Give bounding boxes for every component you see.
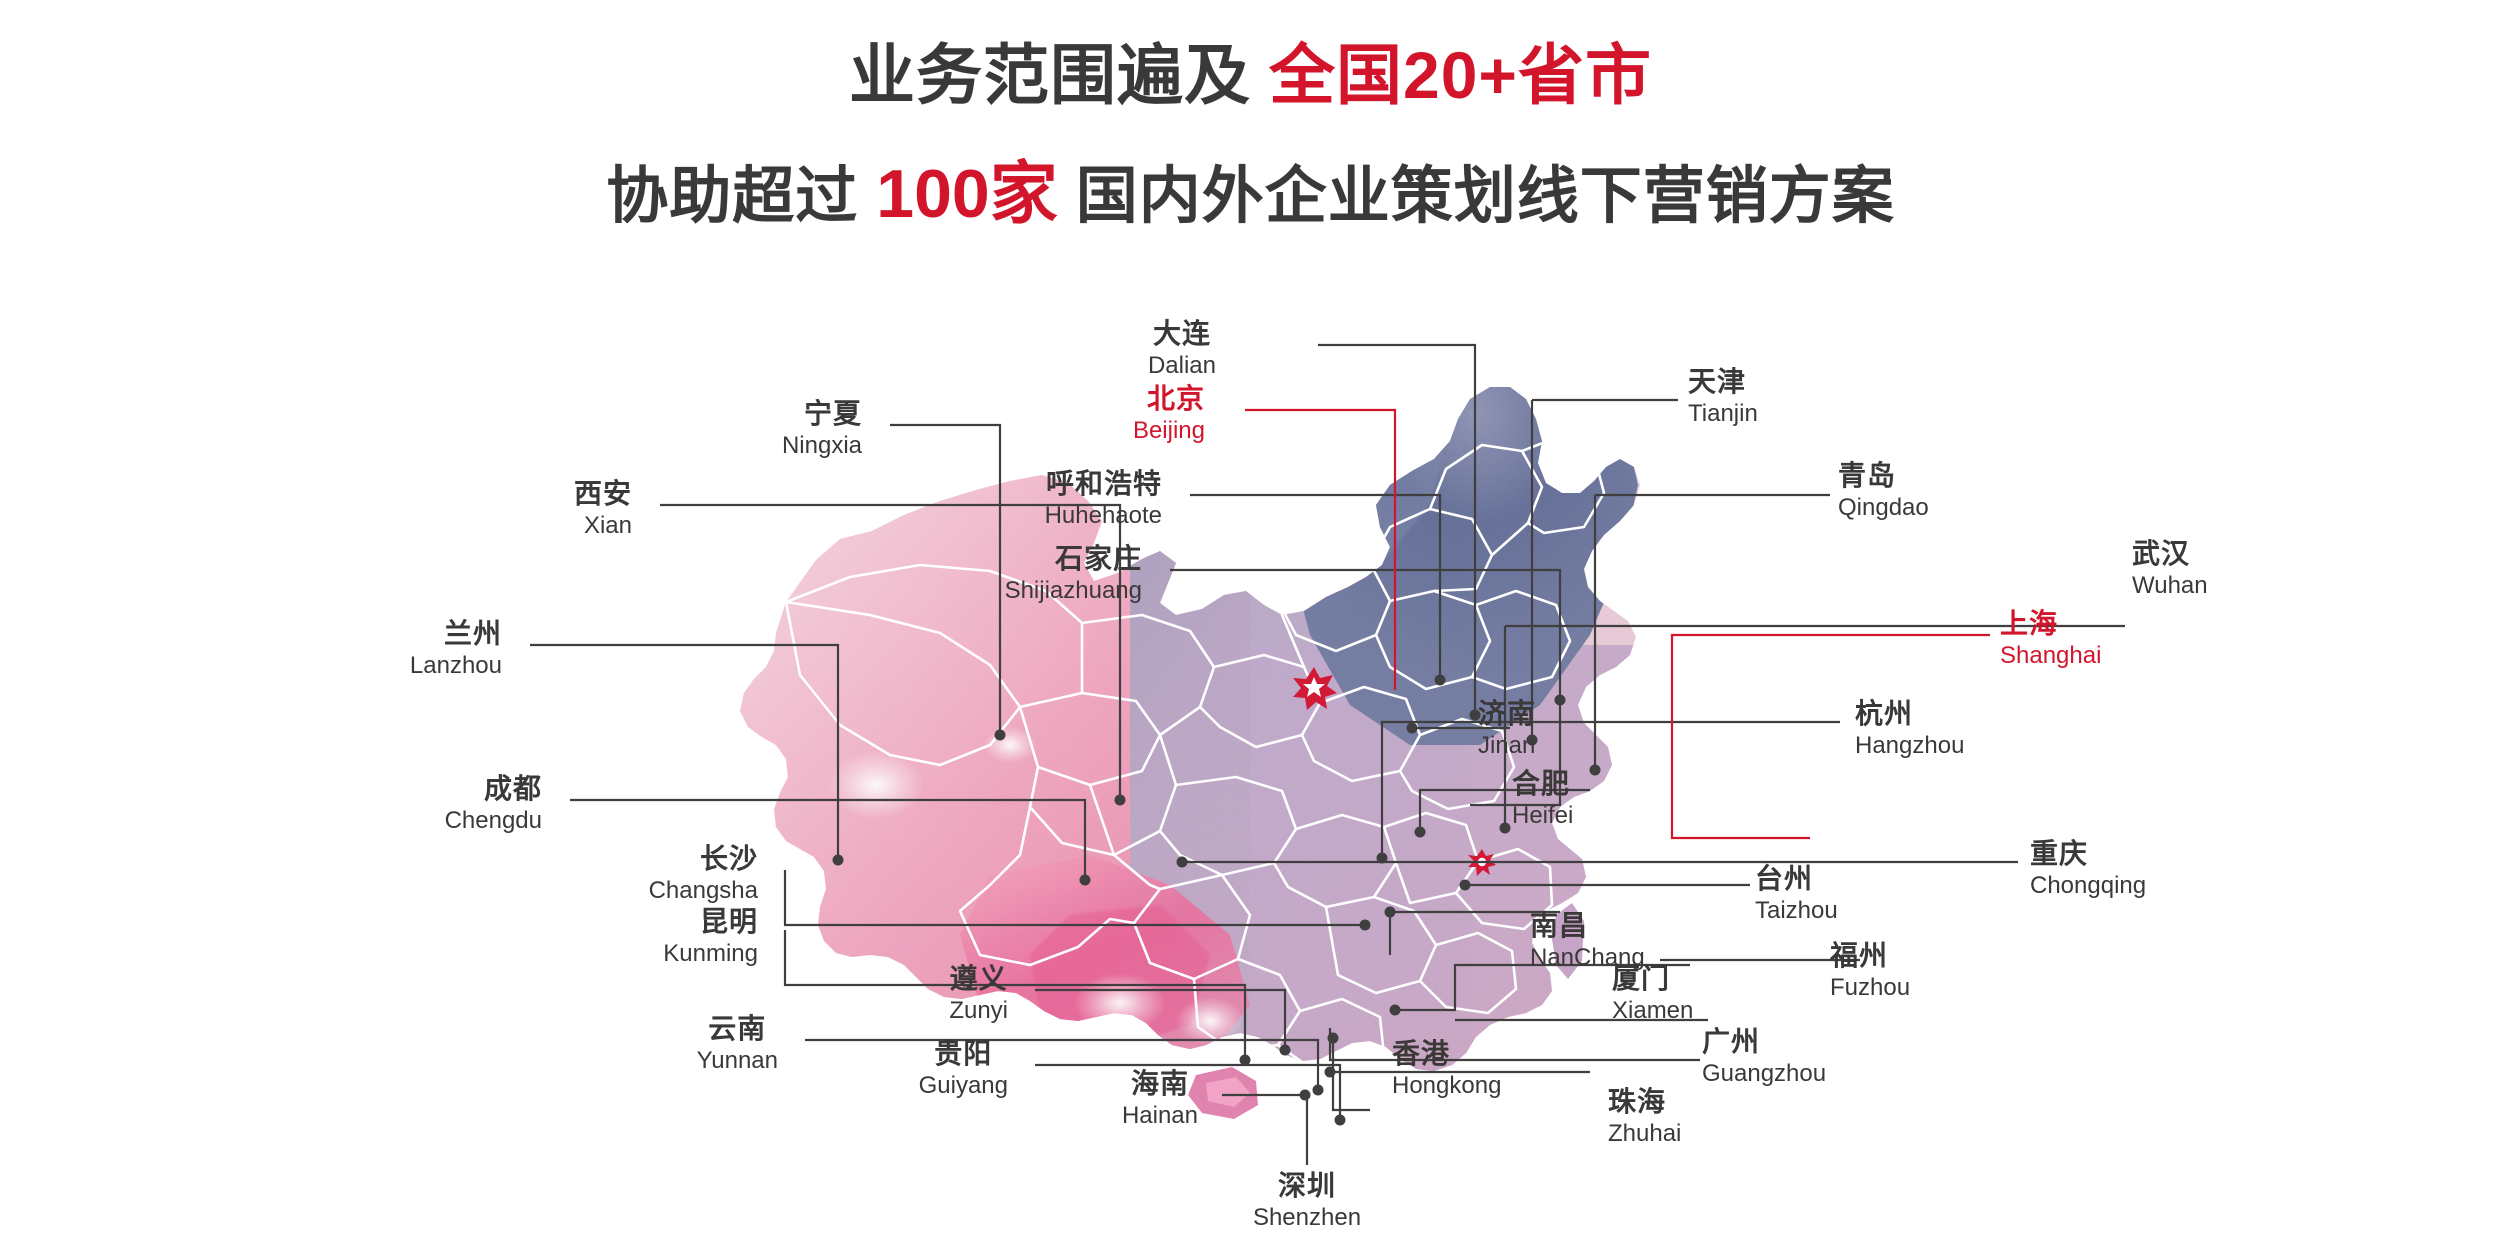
label-hainan-cn: 海南: [1130, 1068, 1189, 1099]
label-qingdao-cn: 青岛: [1838, 460, 1897, 491]
label-tianjin-cn: 天津: [1688, 366, 1747, 397]
label-guangzhou-cn: 广州: [1702, 1026, 1761, 1057]
label-huhehaote-en: Huhehaote: [1044, 502, 1162, 529]
label-lanzhou[interactable]: 兰州 Lanzhou: [410, 620, 502, 678]
label-guangzhou[interactable]: 广州 Guangzhou: [1702, 1028, 1826, 1086]
label-lanzhou-cn: 兰州: [443, 618, 502, 649]
label-shenzhen-en: Shenzhen: [1252, 1204, 1362, 1231]
label-shanghai-en: Shanghai: [2000, 642, 2102, 669]
label-ningxia-cn: 宁夏: [803, 398, 862, 429]
label-beijing[interactable]: 北京 Beijing: [1133, 385, 1205, 443]
label-dalian-en: Dalian: [1147, 352, 1216, 379]
label-yunnan[interactable]: 云南 Yunnan: [697, 1015, 778, 1073]
label-shijiazhuang[interactable]: 石家庄 Shijiazhuang: [1005, 545, 1142, 603]
label-nanchang[interactable]: 南昌 NanChang: [1530, 912, 1645, 970]
label-yunnan-cn: 云南: [708, 1013, 767, 1044]
label-jinan[interactable]: 济南 Jinan: [1478, 700, 1536, 758]
label-fuzhou-en: Fuzhou: [1830, 974, 1911, 1001]
label-heifei-cn: 合肥: [1512, 768, 1571, 799]
label-xian[interactable]: 西安 Xian: [574, 480, 632, 538]
label-nanchang-en: NanChang: [1530, 944, 1645, 971]
label-guiyang-cn: 贵阳: [934, 1038, 993, 1069]
label-wuhan-cn: 武汉: [2132, 538, 2191, 569]
label-qingdao-en: Qingdao: [1838, 494, 1929, 521]
label-shijiazhuang-cn: 石家庄: [1054, 543, 1142, 574]
label-beijing-en: Beijing: [1132, 417, 1205, 444]
label-hongkong-en: Hongkong: [1392, 1072, 1502, 1099]
label-xian-cn: 西安: [573, 478, 632, 509]
label-hainan-en: Hainan: [1121, 1102, 1198, 1129]
headline-line-2-black-b: 国内外企业策划线下营销方案: [1075, 162, 1895, 231]
label-huhehaote[interactable]: 呼和浩特 Huhehaote: [1045, 470, 1162, 528]
label-guangzhou-en: Guangzhou: [1702, 1060, 1827, 1087]
label-nanchang-cn: 南昌: [1530, 910, 1589, 941]
label-shenzhen[interactable]: 深圳 Shenzhen: [1253, 1172, 1361, 1230]
label-kunming-cn: 昆明: [699, 906, 758, 937]
label-xian-en: Xian: [583, 512, 632, 539]
label-chongqing[interactable]: 重庆 Chongqing: [2030, 840, 2146, 898]
label-zhuhai-cn: 珠海: [1608, 1086, 1667, 1117]
label-hainan[interactable]: 海南 Hainan: [1122, 1070, 1198, 1128]
label-wuhan[interactable]: 武汉 Wuhan: [2132, 540, 2208, 598]
label-xiamen-en: Xiamen: [1612, 997, 1694, 1024]
label-tianjin[interactable]: 天津 Tianjin: [1688, 368, 1758, 426]
label-shenzhen-cn: 深圳: [1277, 1170, 1336, 1201]
label-hangzhou-cn: 杭州: [1855, 698, 1914, 729]
taiwan-island: [1552, 903, 1584, 979]
label-changsha-cn: 长沙: [699, 843, 758, 874]
label-hangzhou-en: Hangzhou: [1855, 732, 1965, 759]
label-zhuhai-en: Zhuhai: [1608, 1120, 1682, 1147]
label-xiamen-cn: 厦门: [1612, 963, 1671, 994]
label-hongkong-cn: 香港: [1392, 1038, 1451, 1069]
label-huhehaote-cn: 呼和浩特: [1045, 468, 1162, 499]
label-ningxia[interactable]: 宁夏 Ningxia: [782, 400, 862, 458]
label-chengdu[interactable]: 成都 Chengdu: [445, 775, 542, 833]
label-shijiazhuang-en: Shijiazhuang: [1004, 577, 1142, 604]
label-hongkong[interactable]: 香港 Hongkong: [1392, 1040, 1501, 1098]
label-kunming-en: Kunming: [663, 940, 758, 967]
label-dalian[interactable]: 大连 Dalian: [1148, 320, 1216, 378]
label-changsha-en: Changsha: [648, 877, 758, 904]
label-taizhou[interactable]: 台州 Taizhou: [1755, 865, 1838, 923]
label-ningxia-en: Ningxia: [781, 432, 862, 459]
label-taizhou-cn: 台州: [1755, 863, 1814, 894]
label-tianjin-en: Tianjin: [1688, 400, 1758, 427]
headline-line-2-red: 100家: [876, 156, 1058, 232]
label-zunyi-cn: 遵义: [949, 963, 1008, 994]
label-xiamen[interactable]: 厦门 Xiamen: [1612, 965, 1693, 1023]
label-chengdu-en: Chengdu: [444, 807, 542, 834]
headline-line-1-black: 业务范围遍及: [849, 38, 1252, 112]
label-heifei-en: Heifei: [1512, 802, 1574, 829]
label-kunming[interactable]: 昆明 Kunming: [663, 908, 758, 966]
headline-line-1-red: 全国20+省市: [1269, 38, 1652, 112]
label-guiyang[interactable]: 贵阳 Guiyang: [919, 1040, 1008, 1098]
label-chongqing-en: Chongqing: [2030, 872, 2147, 899]
label-heifei[interactable]: 合肥 Heifei: [1512, 770, 1573, 828]
label-zunyi-en: Zunyi: [949, 997, 1008, 1024]
label-changsha[interactable]: 长沙 Changsha: [649, 845, 758, 903]
label-hangzhou[interactable]: 杭州 Hangzhou: [1855, 700, 1964, 758]
label-shanghai-cn: 上海: [2000, 608, 2059, 639]
label-dalian-cn: 大连: [1152, 318, 1211, 349]
label-jinan-cn: 济南: [1478, 698, 1537, 729]
label-wuhan-en: Wuhan: [2132, 572, 2208, 599]
label-fuzhou-cn: 福州: [1830, 940, 1889, 971]
label-fuzhou[interactable]: 福州 Fuzhou: [1830, 942, 1910, 1000]
label-chengdu-cn: 成都: [483, 773, 542, 804]
label-taizhou-en: Taizhou: [1755, 897, 1838, 924]
label-beijing-cn: 北京: [1146, 383, 1205, 414]
label-jinan-en: Jinan: [1478, 732, 1536, 759]
label-zhuhai[interactable]: 珠海 Zhuhai: [1608, 1088, 1681, 1146]
label-qingdao[interactable]: 青岛 Qingdao: [1838, 462, 1929, 520]
label-yunnan-en: Yunnan: [696, 1047, 778, 1074]
label-shanghai[interactable]: 上海 Shanghai: [2000, 610, 2101, 668]
hainan-island: [1188, 1067, 1258, 1119]
headline-line-2-black-a: 协助超过: [606, 162, 859, 231]
label-guiyang-en: Guiyang: [918, 1072, 1008, 1099]
label-chongqing-cn: 重庆: [2030, 838, 2089, 869]
label-zunyi[interactable]: 遵义 Zunyi: [949, 965, 1008, 1023]
headline-line-1: 业务范围遍及全国20+省市: [0, 42, 2501, 108]
label-lanzhou-en: Lanzhou: [409, 652, 502, 679]
